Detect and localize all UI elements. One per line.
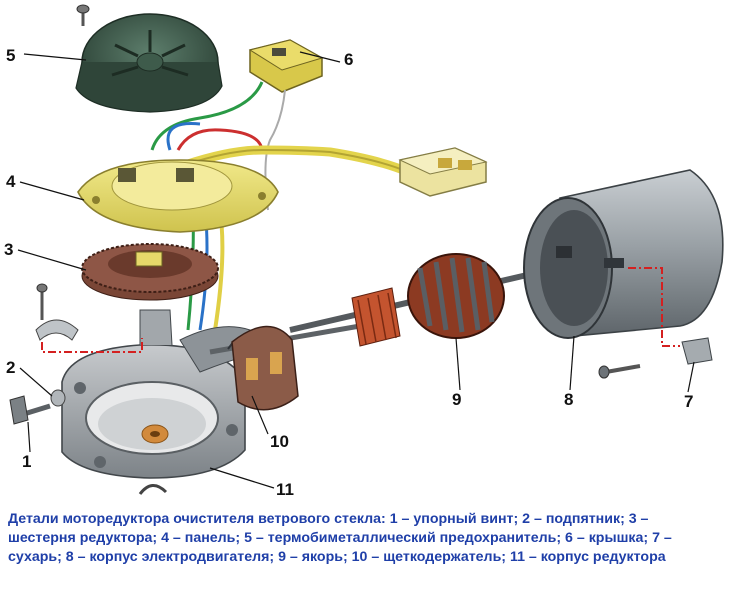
callout-8: 8 bbox=[564, 390, 574, 409]
key-part bbox=[598, 337, 713, 379]
leader-lines bbox=[17, 51, 695, 489]
callout-4: 4 bbox=[6, 172, 16, 191]
callout-1: 1 bbox=[22, 452, 32, 471]
callout-6: 6 bbox=[344, 50, 354, 69]
callout-9: 9 bbox=[452, 390, 462, 409]
callout-11: 11 bbox=[276, 480, 294, 499]
small-fasteners bbox=[9, 283, 168, 495]
armature-part bbox=[289, 253, 542, 347]
callout-5: 5 bbox=[6, 46, 16, 65]
gear-part bbox=[81, 243, 219, 301]
figure-caption: Детали моторедуктора очистителя ветровог… bbox=[8, 511, 672, 565]
callout-2: 2 bbox=[6, 358, 16, 377]
motor-body-part bbox=[523, 169, 724, 339]
assembly-axis-lines bbox=[41, 267, 680, 353]
brush-holder-part bbox=[231, 325, 299, 411]
callout-7: 7 bbox=[684, 392, 694, 411]
gearbox-housing-part bbox=[61, 309, 261, 479]
panel-part bbox=[77, 159, 279, 233]
callout-10: 10 bbox=[270, 432, 289, 451]
cover-part bbox=[75, 4, 223, 113]
connector-block bbox=[398, 147, 488, 197]
exploded-diagram bbox=[9, 4, 724, 495]
callout-3: 3 bbox=[4, 240, 14, 259]
